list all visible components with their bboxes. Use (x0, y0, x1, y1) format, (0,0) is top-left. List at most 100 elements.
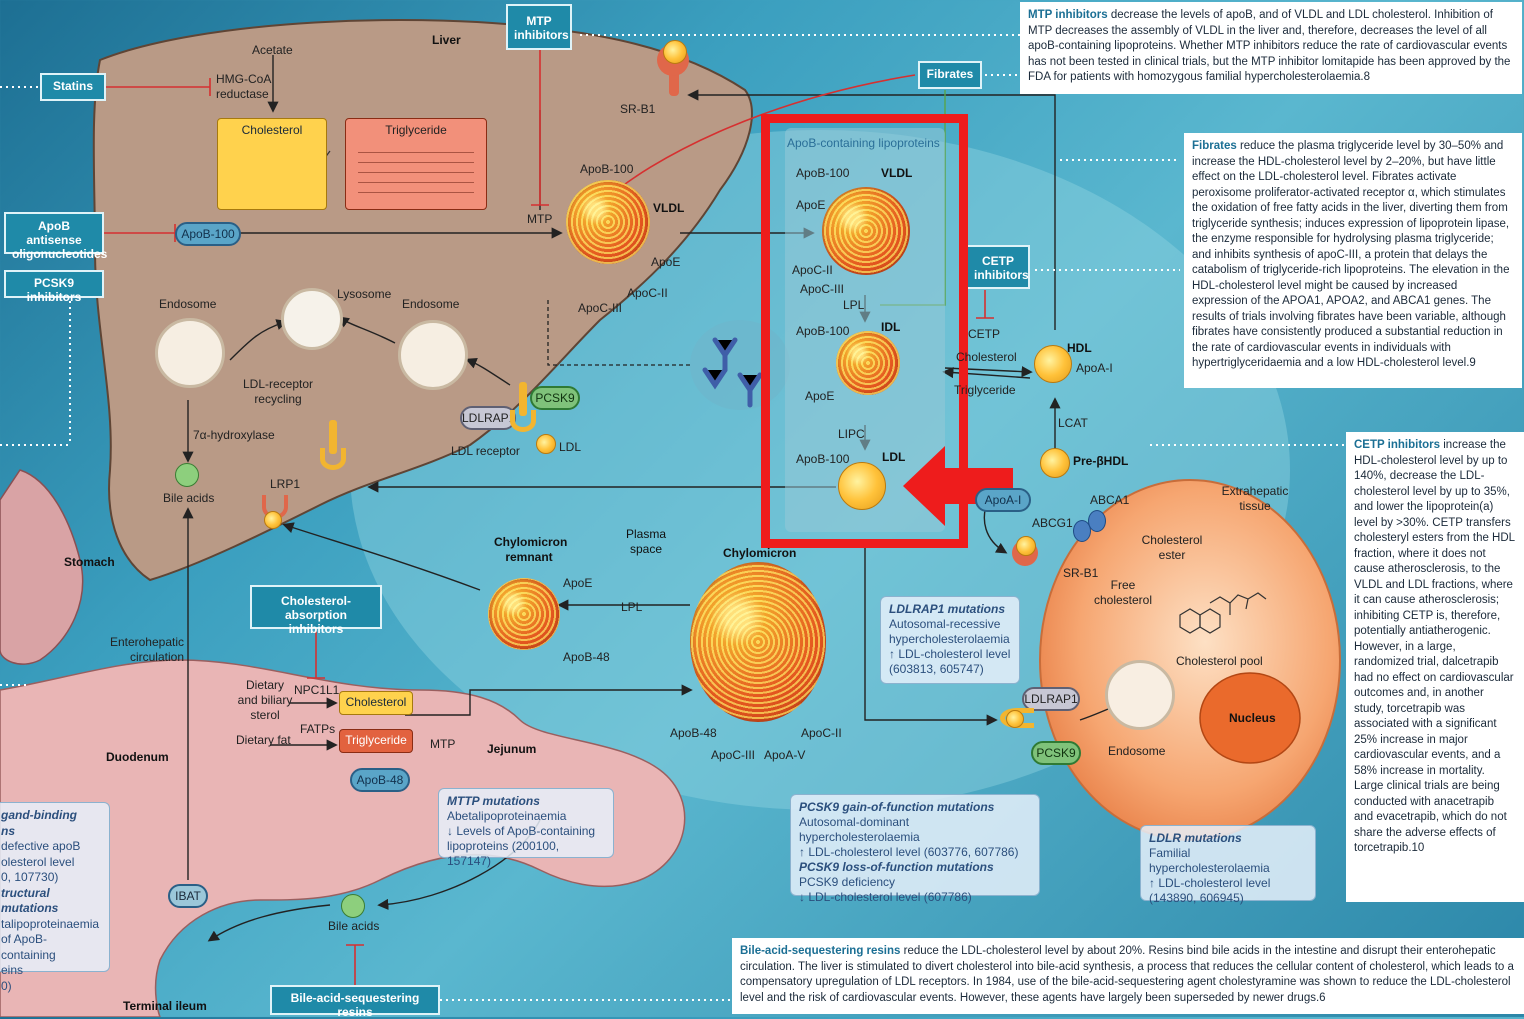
tissue-ldl-receptor-icon (1000, 700, 1040, 736)
liver-triglyceride-box: Triglyceride (345, 118, 487, 210)
pcsk9-inhibitors-box: PCSK9 inhibitors (4, 270, 104, 298)
ldlr-mutations-line2: ↑ LDL-cholesterol level (143890, 606945) (1149, 876, 1307, 906)
chylo-lpl-label: LPL (621, 600, 642, 614)
chylo-apob48-label: ApoB-48 (670, 726, 717, 740)
npc1l1-label: NPC1L1 (294, 683, 339, 697)
mttp-mutations-line2: ↓ Levels of ApoB-containing lipoproteins… (447, 824, 605, 869)
vldl-liver-apocii: ApoC-II (627, 286, 668, 300)
apob-mut-l7: talipoproteinaemia (1, 917, 101, 933)
ldlr-mutations-box: LDLR mutations Familial hypercholesterol… (1140, 825, 1316, 901)
prebhdl-particle (1040, 448, 1070, 478)
lrp1-receptor-icon (258, 495, 284, 531)
ldlrap1-liver-oval: LDLRAP1 (460, 406, 516, 430)
tissue-pcsk9-oval: PCSK9 (1031, 741, 1081, 765)
vldl-liver-apociii: ApoC-III (578, 301, 622, 315)
hdl-label: HDL (1067, 341, 1092, 355)
endosome-1-icon (155, 318, 225, 388)
pcsk9-gof-line1: Autosomal-dominant hypercholesterolaemia (799, 815, 1031, 845)
dietary-fat-label: Dietary fat (236, 733, 291, 747)
lysosome-label: Lysosome (337, 287, 391, 301)
apob-mut-l4: olesterol level (1, 855, 101, 871)
apob-mut-l5: 0, 107730) (1, 870, 101, 886)
bile-acids-liver-label: Bile acids (163, 491, 214, 505)
cholesterol-pool-label: Cholesterol pool (1176, 654, 1263, 668)
vldl-liver-label: VLDL (653, 201, 684, 215)
endosome-2-label: Endosome (402, 297, 459, 311)
pcsk9-liver-oval: PCSK9 (530, 386, 580, 410)
bile-acid-resins-note: Bile-acid-sequestering resins reduce the… (732, 938, 1524, 1014)
remnant-apoe-label: ApoE (563, 576, 592, 590)
apob-mut-l9: eins (1, 963, 101, 979)
cetp-cholesterol-label: Cholesterol (956, 350, 1017, 364)
liver-cholesterol-box: Cholesterol (217, 118, 327, 210)
chylomicron-remnant-particle (488, 578, 560, 650)
ldlrap1-mutations-line2: ↑ LDL-cholesterol level (603813, 605747) (889, 647, 1011, 677)
duodenum-label: Duodenum (106, 750, 169, 764)
mtp-liver-label: MTP (527, 212, 552, 226)
bile-acids-liver-icon (175, 463, 199, 487)
cetp-note-title: CETP inhibitors (1354, 439, 1440, 451)
mtp-inhibitors-box: MTP inhibitors (506, 4, 572, 50)
free-cholesterol-label: Free cholesterol (1090, 578, 1156, 608)
pcsk9-gof-line2: ↑ LDL-cholesterol level (603776, 607786) (799, 845, 1031, 860)
triglyceride-chains (358, 143, 474, 193)
chylo-apoav-label: ApoA-V (764, 748, 805, 762)
intestine-triglyceride-box: Triglyceride (339, 729, 413, 753)
ldlrap1-mutations-line1: Autosomal-recessive hypercholesterolaemi… (889, 617, 1011, 647)
mtp-inhibitors-note: MTP inhibitors decrease the levels of ap… (1020, 2, 1522, 94)
enterohepatic-label: Enterohepatic circulation (108, 635, 184, 665)
fatps-label: FATPs (300, 722, 335, 736)
hdl-apoa1: ApoA-I (1076, 361, 1113, 375)
bile-acid-resins-box: Bile-acid-sequestering resins (270, 985, 440, 1015)
vldl-liver-particle (566, 180, 650, 264)
cetp-inhibitors-box: CETP inhibitors (966, 245, 1030, 289)
lcat-label: LCAT (1058, 416, 1088, 430)
bile-acids-intestine-icon (341, 894, 365, 918)
mttp-mutations-line1: Abetalipoproteinaemia (447, 809, 605, 824)
chylomicron-remnant-label: Chylomicron remnant (494, 535, 564, 565)
endosome-1-label: Endosome (159, 297, 216, 311)
pcsk9-lof-line1: PCSK9 deficiency (799, 875, 1031, 890)
cetp-note-text: increase the HDL-cholesterol level by up… (1354, 439, 1515, 854)
vldl-liver-apob100: ApoB-100 (580, 162, 633, 176)
apob-antisense-box: ApoB antisense oligonucleotides (4, 212, 104, 254)
remnant-apob48-label: ApoB-48 (563, 650, 610, 664)
pcsk9-mutations-box: PCSK9 gain-of-function mutations Autosom… (790, 794, 1040, 896)
srb1-receptor-icon (655, 40, 691, 96)
mttp-mutations-heading: MTTP mutations (447, 794, 605, 809)
dietary-sterol-label: Dietary and biliary sterol (236, 678, 294, 723)
bile-acids-intestine-label: Bile acids (328, 919, 379, 933)
jejunum-label: Jejunum (487, 742, 536, 756)
apob100-liver-oval: ApoB-100 (175, 222, 241, 246)
stomach-label: Stomach (64, 555, 115, 569)
cetp-inhibitors-note: CETP inhibitors increase the HDL-cholest… (1346, 432, 1524, 902)
intestine-apob48-oval: ApoB-48 (350, 768, 410, 792)
liver-triglyceride-label: Triglyceride (346, 119, 486, 137)
cholesterol-absorption-inhibitors-box: Cholesterol-absorption inhibitors (250, 585, 382, 629)
ldlr-mutations-line1: Familial hypercholesterolaemia (1149, 846, 1307, 876)
lysosome-icon (281, 288, 343, 350)
abcg1-label: ABCG1 (1032, 516, 1073, 530)
fibrates-box: Fibrates (918, 61, 982, 89)
ldl-receptor-label: LDL receptor (451, 444, 520, 458)
apob-mutations-box-cropped: gand-binding ns defective apoB olesterol… (0, 802, 110, 972)
acetate-label: Acetate (252, 43, 293, 57)
pcsk9-lof-line2: ↓ LDL-cholesterol level (607786) (799, 890, 1031, 905)
apob-mut-l6: tructural mutations (1, 886, 101, 917)
pcsk9-gof-heading: PCSK9 gain-of-function mutations (799, 800, 1031, 815)
apob-mut-l10: 0) (1, 979, 101, 995)
ldlr-mutations-heading: LDLR mutations (1149, 831, 1307, 846)
extrahepatic-tissue-label: Extrahepatic tissue (1215, 484, 1295, 514)
hmgcoa-label: HMG-CoA reductase (216, 72, 278, 102)
liver-cholesterol-label: Cholesterol (218, 119, 326, 137)
chylomicron-label: Chylomicron (723, 546, 796, 560)
fibrates-note-title: Fibrates (1192, 140, 1237, 152)
mttp-mutations-box: MTTP mutations Abetalipoproteinaemia ↓ L… (438, 788, 614, 858)
apob-mut-l2: ns (1, 824, 101, 840)
apoa1-oval: ApoA-I (975, 488, 1031, 512)
prebhdl-label: Pre-βHDL (1073, 454, 1128, 468)
srb1-liver-label: SR-B1 (620, 102, 655, 116)
cetp-label: CETP (968, 327, 1000, 341)
pcsk9-lof-heading: PCSK9 loss-of-function mutations (799, 860, 1031, 875)
endosome-2-icon (398, 320, 468, 390)
